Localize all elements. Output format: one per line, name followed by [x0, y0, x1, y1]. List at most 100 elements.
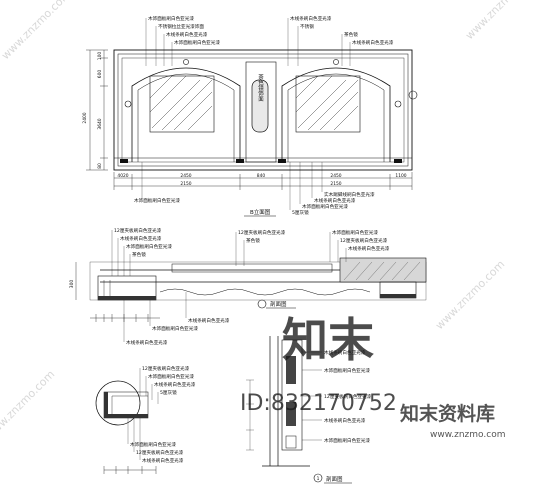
- plan-callouts-left: 12厘夹板刷白色亚光漆 木线条刷白色亚光漆 木饰面板刷白色亚光漆 茶色镜: [111, 227, 172, 276]
- watermark-layer: www.znzmo.com www.znzmo.com www.znzmo.co…: [0, 0, 537, 442]
- right-keystone-icon: [333, 59, 339, 65]
- svg-text:茶色镜: 茶色镜: [246, 237, 260, 244]
- elevation-title: B立面图: [250, 208, 271, 216]
- side-watermark-left: www.znzmo.com: [0, 0, 73, 62]
- hatched-wall: [339, 257, 427, 283]
- svg-text:木饰面板刷白色亚光漆: 木饰面板刷白色亚光漆: [332, 229, 378, 236]
- svg-text:840: 840: [257, 173, 266, 179]
- right-arch-panel: [281, 67, 391, 162]
- left-dimension-chain: 2400 100 600 3640 80: [82, 49, 108, 171]
- svg-text:4020: 4020: [117, 173, 128, 179]
- left-ornament-icon: [124, 100, 132, 108]
- svg-text:木线条刷白色亚光漆: 木线条刷白色亚光漆: [352, 39, 394, 46]
- svg-text:木线条刷白色亚光漆: 木线条刷白色亚光漆: [154, 381, 196, 388]
- svg-text:2450: 2450: [330, 173, 341, 179]
- svg-text:木饰面板刷白色亚光漆: 木饰面板刷白色亚光漆: [148, 373, 194, 380]
- svg-text:木线条刷白色亚光漆: 木线条刷白色亚光漆: [126, 339, 168, 346]
- svg-text:木线条刷白色亚光漆: 木线条刷白色亚光漆: [166, 31, 208, 38]
- logo-watermark: 知末: [282, 313, 374, 367]
- svg-text:木线条刷白色亚光漆: 木线条刷白色亚光漆: [142, 457, 184, 464]
- svg-text:2450: 2450: [180, 173, 191, 179]
- svg-text:3640: 3640: [97, 118, 103, 129]
- section-number-marker: [313, 473, 323, 483]
- detail-callouts-left: 12厘夹板刷白色亚光漆 木饰面板刷白色亚光漆 木线条刷白色亚光漆 5厘灰镜: [139, 365, 196, 404]
- svg-text:5厘灰镜: 5厘灰镜: [292, 209, 309, 216]
- right-mirror: [295, 75, 361, 133]
- svg-text:木线条刷白色亚光漆: 木线条刷白色亚光漆: [120, 235, 162, 242]
- svg-text:剖面图: 剖面图: [270, 300, 287, 308]
- elevation-callouts-bottom: 木饰面板刷白色亚光漆 5厘灰镜 木饰面板刷白色亚光漆 木线条刷白色亚光漆 实木踢…: [134, 162, 375, 216]
- id-watermark: ID:832170752: [240, 391, 397, 416]
- svg-text:木线条刷白色亚光漆: 木线条刷白色亚光漆: [348, 245, 390, 252]
- plan-section-view: 300 12厘夹板刷白色亚光漆 木线条刷白色亚光漆 木饰面板刷白色亚光漆 茶色镜…: [69, 227, 427, 346]
- plan-mirror: [171, 263, 333, 273]
- section-callouts: 木线条刷白色亚光漆 木饰面板刷白色亚光漆 12厘夹板刷白色亚光漆 木线条刷白色亚…: [302, 349, 372, 444]
- svg-text:12厘夹板刷白色亚光漆: 12厘夹板刷白色亚光漆: [114, 227, 162, 234]
- svg-text:木线条刷白色亚光漆: 木线条刷白色亚光漆: [314, 197, 356, 204]
- svg-text:80: 80: [97, 163, 103, 169]
- svg-text:12厘夹板刷白色亚光漆: 12厘夹板刷白色亚光漆: [340, 237, 388, 244]
- svg-text:木线条刷白色亚光漆: 木线条刷白色亚光漆: [290, 15, 332, 22]
- left-keystone-icon: [183, 59, 189, 65]
- svg-text:木饰面板刷白色亚光漆: 木饰面板刷白色亚光漆: [126, 243, 172, 250]
- svg-text:12厘夹板刷白色亚光漆: 12厘夹板刷白色亚光漆: [142, 365, 190, 372]
- svg-text:1100: 1100: [395, 173, 406, 179]
- overall-height-label: 2400: [82, 112, 88, 123]
- plan-callouts-top: 12厘夹板刷白色亚光漆 茶色镜: [235, 229, 286, 266]
- vertical-sign-plaque: [251, 79, 269, 133]
- svg-text:www.znzmo.com: www.znzmo.com: [0, 368, 57, 442]
- bottom-dimension-chain: 4020 2450 840 2450 1100 2150 2150: [113, 172, 413, 190]
- elevation-callouts-left: 木饰面板刷白色亚光漆 不锈钢拉丝亚光漆饰面 木线条刷白色亚光漆 木饰面板刷白色亚…: [145, 15, 220, 66]
- svg-text:2150: 2150: [180, 181, 191, 187]
- left-mirror: [149, 75, 215, 133]
- side-watermark-right: www.znzmo.com: [463, 0, 537, 42]
- svg-text:2150: 2150: [330, 181, 341, 187]
- plan-callouts-bottom: 木线条刷白色亚光漆 木饰面板刷白色亚光漆 木线条刷白色亚光漆: [123, 292, 230, 346]
- skirting-block: [120, 159, 128, 163]
- svg-text:木线条刷白色亚光漆: 木线条刷白色亚光漆: [188, 317, 230, 324]
- svg-text:12厘夹板刷白色亚光漆: 12厘夹板刷白色亚光漆: [238, 229, 286, 236]
- elevation-outline: [113, 49, 413, 171]
- svg-text:木饰面板刷白色亚光漆: 木饰面板刷白色亚光漆: [174, 39, 220, 46]
- section-panel: [281, 339, 303, 451]
- break-line: [159, 288, 371, 296]
- svg-text:600: 600: [97, 70, 103, 79]
- svg-text:茶色镜: 茶色镜: [132, 251, 146, 258]
- vertical-sign-text: 茶色镜饰面: [257, 73, 264, 103]
- elevation-callouts-right: 木线条刷白色亚光漆 不锈钢 茶色镜 木线条刷白色亚光漆: [287, 15, 394, 66]
- svg-text:茶色镜: 茶色镜: [344, 31, 358, 38]
- detail-callouts-bottom: 木饰面板刷白色亚光漆 12厘夹板刷白色亚光漆 木线条刷白色亚光漆: [127, 418, 184, 464]
- section-callout-marker: [257, 299, 267, 309]
- section-profile: [286, 356, 296, 384]
- svg-text:木饰面板刷白色亚光漆: 木饰面板刷白色亚光漆: [148, 15, 194, 22]
- svg-text:实木踢脚线刷白色亚光漆: 实木踢脚线刷白色亚光漆: [324, 191, 375, 198]
- brand-watermark: 知末资料库: [400, 402, 495, 425]
- svg-text:木线条刷白色亚光漆: 木线条刷白色亚光漆: [324, 417, 366, 424]
- svg-text:木饰面板刷白色亚光漆: 木饰面板刷白色亚光漆: [152, 325, 198, 332]
- svg-text:木饰面板刷白色亚光漆: 木饰面板刷白色亚光漆: [324, 437, 370, 444]
- svg-text:木饰面板刷白色亚光漆: 木饰面板刷白色亚光漆: [302, 203, 348, 210]
- svg-text:12厘夹板刷白色亚光漆: 12厘夹板刷白色亚光漆: [136, 449, 184, 456]
- left-arch-panel: [131, 67, 241, 162]
- svg-text:木饰面板刷白色亚光漆: 木饰面板刷白色亚光漆: [130, 441, 176, 448]
- svg-text:5厘灰镜: 5厘灰镜: [160, 389, 177, 396]
- svg-text:不锈钢拉丝亚光漆饰面: 不锈钢拉丝亚光漆饰面: [158, 23, 204, 30]
- section-marker-icon: [408, 90, 418, 100]
- right-ornament-icon: [394, 100, 402, 108]
- detail-circle: [95, 380, 141, 426]
- plan-callouts-right: 木饰面板刷白色亚光漆 12厘夹板刷白色亚光漆 木线条刷白色亚光漆: [329, 229, 390, 262]
- svg-text:www.znzmo.com: www.znzmo.com: [433, 258, 507, 332]
- center-column: 茶色镜饰面: [245, 61, 277, 163]
- url-watermark: www.znzmo.com: [430, 430, 505, 440]
- svg-text:木饰面板刷白色亚光漆: 木饰面板刷白色亚光漆: [134, 197, 180, 204]
- svg-text:剖面图: 剖面图: [326, 475, 343, 483]
- vertical-section-view: 木线条刷白色亚光漆 木饰面板刷白色亚光漆 12厘夹板刷白色亚光漆 木线条刷白色亚…: [246, 336, 372, 484]
- svg-text:不锈钢: 不锈钢: [300, 23, 314, 30]
- svg-text:1: 1: [317, 476, 320, 482]
- svg-text:木线条刷白色亚光漆: 木线条刷白色亚光漆: [324, 349, 366, 356]
- elevation-view: 茶色镜饰面 2400 100 600 3640 80: [82, 15, 418, 217]
- svg-text:100: 100: [97, 52, 103, 61]
- svg-text:12厘夹板刷白色亚光漆: 12厘夹板刷白色亚光漆: [324, 393, 372, 400]
- corner-detail-view: 12厘夹板刷白色亚光漆 木饰面板刷白色亚光漆 木线条刷白色亚光漆 5厘灰镜 木饰…: [95, 365, 196, 474]
